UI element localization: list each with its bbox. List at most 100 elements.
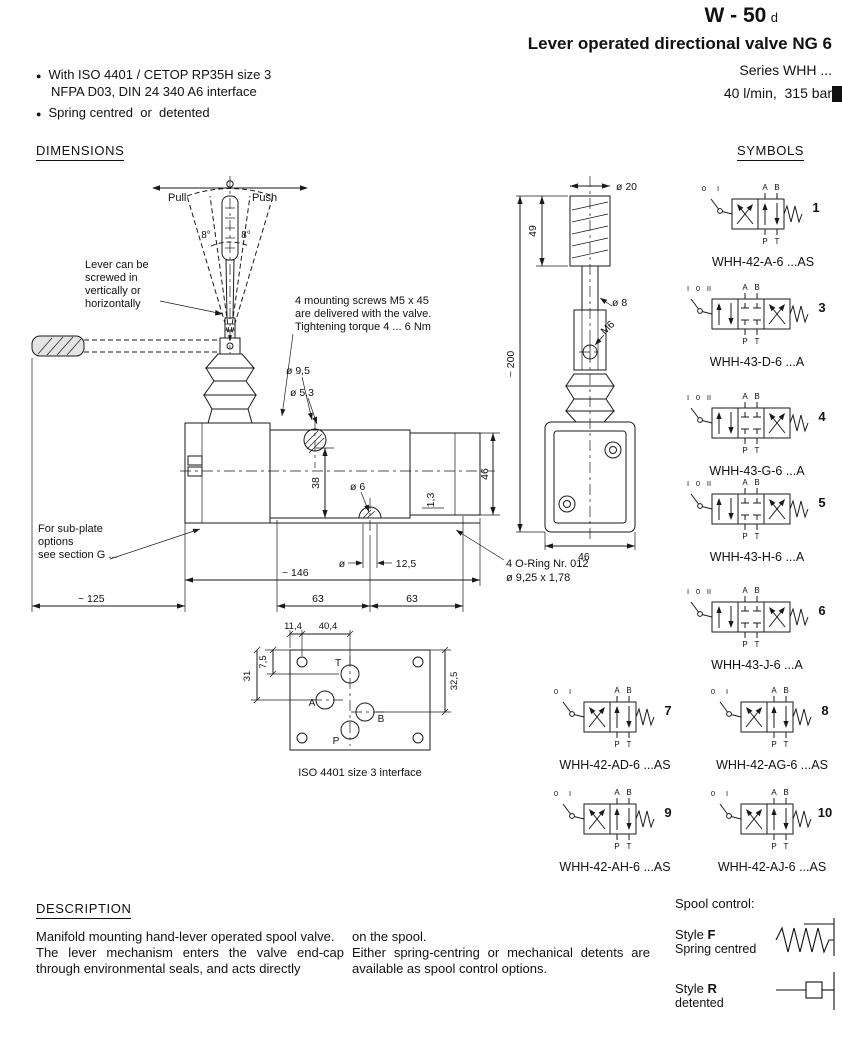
svg-text:options: options bbox=[38, 536, 74, 548]
svg-text:are delivered with the valve.: are delivered with the valve. bbox=[295, 308, 431, 320]
svg-text:ø 9,5: ø 9,5 bbox=[286, 365, 310, 377]
svg-text:9: 9 bbox=[664, 805, 671, 820]
svg-text:32,5: 32,5 bbox=[449, 672, 460, 691]
svg-text:0: 0 bbox=[554, 789, 558, 798]
feature-text: Spring centred or detented bbox=[48, 105, 210, 120]
description-col1: Manifold mounting hand-lever operated sp… bbox=[36, 929, 344, 977]
feature-text: With ISO 4401 / CETOP RP35H size 3 bbox=[48, 67, 272, 82]
dim-38: 38 bbox=[310, 447, 334, 518]
feature-text: NFPA D03, DIN 24 340 A6 interface bbox=[51, 84, 257, 99]
svg-text:7,5: 7,5 bbox=[258, 655, 269, 668]
spool-style-f: Style F Spring centred bbox=[675, 927, 756, 956]
svg-text:I: I bbox=[726, 789, 728, 798]
svg-text:T: T bbox=[784, 740, 789, 749]
oring-note: 4 O-Ring Nr. 012 ø 9,25 x 1,78 bbox=[455, 529, 589, 584]
svg-text:A: A bbox=[771, 686, 777, 695]
description-heading: DESCRIPTION bbox=[36, 901, 132, 919]
svg-text:B: B bbox=[754, 478, 759, 487]
feature-item: ● Spring centred or detented bbox=[36, 104, 271, 121]
svg-text:0: 0 bbox=[711, 789, 715, 798]
svg-text:P: P bbox=[742, 337, 747, 346]
doc-code: W - 50 d bbox=[528, 4, 832, 28]
svg-text:T: T bbox=[755, 532, 760, 541]
description-paragraph: The lever mechanism enters the valve end… bbox=[36, 945, 344, 976]
svg-text:P: P bbox=[742, 446, 747, 455]
svg-text:~ 125: ~ 125 bbox=[78, 593, 105, 605]
svg-text:0: 0 bbox=[702, 184, 706, 193]
symbols-heading: SYMBOLS bbox=[737, 143, 805, 161]
svg-text:horizontally: horizontally bbox=[85, 298, 141, 310]
svg-text:ø 8: ø 8 bbox=[612, 297, 627, 309]
svg-text:II: II bbox=[707, 284, 711, 293]
svg-text:~ 146: ~ 146 bbox=[282, 567, 309, 579]
symbol-model: WHH-43-G-6 ...A bbox=[709, 464, 805, 478]
svg-text:P: P bbox=[614, 842, 619, 851]
symbol-model: WHH-43-H-6 ...A bbox=[709, 550, 805, 564]
lever-boot bbox=[203, 353, 257, 424]
style-r-name: Style R bbox=[675, 981, 717, 996]
svg-text:B: B bbox=[774, 183, 779, 192]
symbol-model: WHH-42-AH-6 ...AS bbox=[559, 860, 671, 874]
doc-code-main: W - 50 bbox=[704, 4, 767, 27]
spool-control-title: Spool control: bbox=[675, 896, 755, 911]
svg-text:II: II bbox=[707, 393, 711, 402]
svg-text:46: 46 bbox=[578, 551, 590, 563]
svg-text:ø 5,3: ø 5,3 bbox=[290, 387, 314, 399]
symbol-model: WHH-42-AG-6 ...AS bbox=[716, 758, 828, 772]
svg-text:I: I bbox=[726, 687, 728, 696]
angle-right-label: 8° bbox=[241, 230, 251, 241]
svg-text:Lever can be: Lever can be bbox=[85, 259, 149, 271]
symbol-model: WHH-42-AJ-6 ...AS bbox=[717, 860, 827, 874]
svg-text:B: B bbox=[783, 788, 788, 797]
svg-text:T: T bbox=[627, 740, 632, 749]
svg-text:A: A bbox=[614, 686, 620, 695]
svg-text:I: I bbox=[687, 479, 689, 488]
svg-text:I: I bbox=[687, 587, 689, 596]
svg-text:B: B bbox=[626, 788, 631, 797]
svg-text:A: A bbox=[742, 392, 748, 401]
svg-text:P: P bbox=[771, 842, 776, 851]
valve-end-view bbox=[544, 195, 636, 533]
svg-text:4 O-Ring Nr. 012: 4 O-Ring Nr. 012 bbox=[506, 558, 589, 570]
svg-text:A: A bbox=[742, 586, 748, 595]
detent-icon bbox=[776, 972, 835, 1010]
spring-centred-icon bbox=[775, 918, 835, 956]
svg-text:12,5: 12,5 bbox=[396, 558, 417, 570]
svg-text:P: P bbox=[614, 740, 619, 749]
svg-text:P: P bbox=[771, 740, 776, 749]
rating-label: 40 l/min, 315 bar bbox=[723, 85, 832, 101]
svg-text:7: 7 bbox=[664, 703, 671, 718]
lever-note: Lever can be screwed in vertically or ho… bbox=[85, 259, 224, 316]
svg-text:P: P bbox=[742, 640, 747, 649]
svg-text:II: II bbox=[707, 479, 711, 488]
svg-text:T: T bbox=[755, 446, 760, 455]
footprint-dimensions: 11,4 40,4 7,5 31 32,5 bbox=[242, 621, 460, 716]
svg-text:A: A bbox=[742, 478, 748, 487]
port-holes: T A B P bbox=[309, 658, 385, 747]
svg-text:ø 6: ø 6 bbox=[350, 481, 365, 493]
svg-text:6: 6 bbox=[818, 603, 825, 618]
svg-text:For sub-plate: For sub-plate bbox=[38, 523, 103, 535]
doc-code-suffix: d bbox=[770, 10, 778, 25]
svg-text:0: 0 bbox=[696, 587, 700, 596]
feature-list: ● With ISO 4401 / CETOP RP35H size 3 NFP… bbox=[36, 66, 271, 121]
svg-text:B: B bbox=[626, 686, 631, 695]
svg-text:B: B bbox=[754, 586, 759, 595]
dimension-drawing: Pull Push 8° 8° bbox=[31, 176, 637, 612]
svg-text:A: A bbox=[614, 788, 620, 797]
symbol-model: WHH-42-A-6 ...AS bbox=[711, 255, 815, 269]
end-view-dimensions: ø 20 49 ø 8 M6 bbox=[505, 181, 637, 563]
svg-text:T: T bbox=[755, 640, 760, 649]
valve-side-view bbox=[184, 422, 481, 524]
symbol-model: WHH-43-J-6 ...A bbox=[711, 658, 803, 672]
svg-text:0: 0 bbox=[711, 687, 715, 696]
svg-text:ø: ø bbox=[339, 558, 346, 570]
bullet-icon: ● bbox=[36, 109, 42, 119]
